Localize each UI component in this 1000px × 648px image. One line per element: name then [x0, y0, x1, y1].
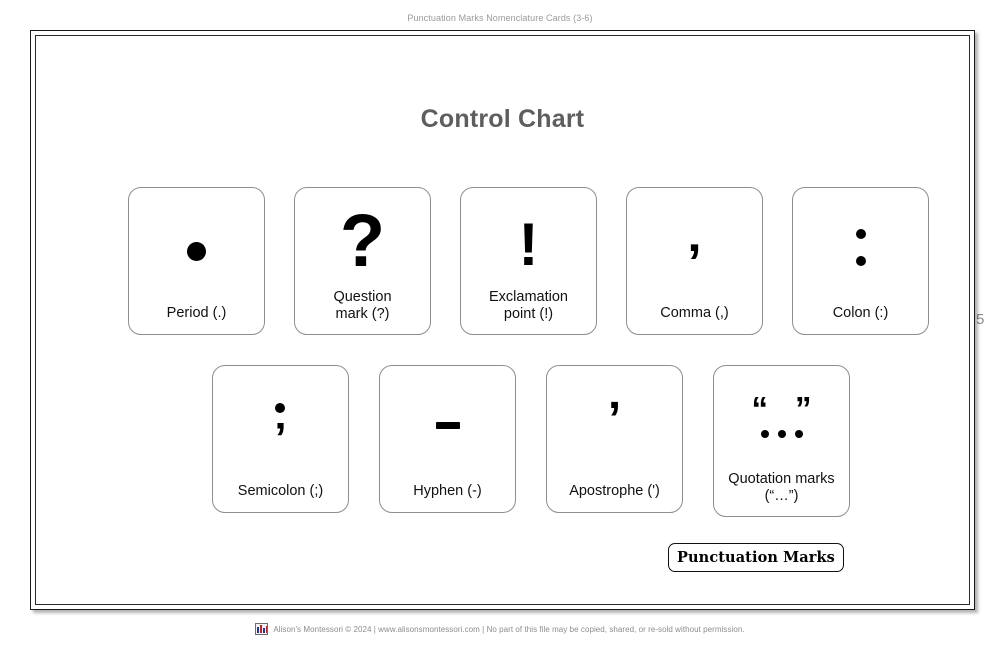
apostrophe-icon: ’: [607, 392, 622, 446]
hyphen-symbol-area: [380, 366, 515, 483]
semicolon-dot-icon: [275, 402, 286, 413]
document-footer: Alison's Montessori © 2024 | www.alisons…: [0, 623, 1000, 635]
card-label: Semicolon (;): [237, 482, 324, 499]
period-dot-icon: [187, 241, 206, 261]
question-symbol-area: ?: [295, 188, 430, 289]
semicolon-icon: ’: [274, 402, 287, 463]
ellipsis-dot-2: [777, 430, 786, 439]
card-row-1: Period (.) ? Question mark (?) ! Exclama…: [128, 187, 929, 335]
card-label: Question mark (?): [333, 288, 392, 322]
colon-icon: [855, 228, 866, 266]
page-title: Control Chart: [420, 105, 585, 133]
document-header-title: Punctuation Marks Nomenclature Cards (3-…: [407, 13, 593, 23]
card-quotation-marks[interactable]: “ ” Quotation marks (“…”): [713, 365, 850, 517]
card-semicolon[interactable]: ’ Semicolon (;): [212, 365, 349, 513]
card-label: Hyphen (-): [413, 482, 482, 499]
quotation-marks-icon: “ ”: [751, 389, 812, 439]
card-exclamation-point[interactable]: ! Exclamation point (!): [460, 187, 597, 335]
colon-symbol-area: [793, 188, 928, 305]
card-hyphen[interactable]: Hyphen (-): [379, 365, 516, 513]
exclamation-symbol-area: !: [461, 188, 596, 289]
card-period[interactable]: Period (.): [128, 187, 265, 335]
card-row-2: ’ Semicolon (;) Hyphen (-) ’ Apostrophe …: [212, 365, 850, 517]
semicolon-symbol-area: ’: [213, 366, 348, 483]
card-apostrophe[interactable]: ’ Apostrophe ('): [546, 365, 683, 513]
question-mark-icon: ?: [339, 199, 386, 283]
quote-glyph-line: “ ”: [751, 389, 812, 427]
card-label: Period (.): [166, 304, 227, 321]
card-label: Quotation marks (“…”): [728, 470, 835, 504]
ellipsis-dots-icon: [760, 430, 803, 439]
footer-copyright-text: Alison's Montessori © 2024 | www.alisons…: [273, 624, 745, 634]
period-symbol-area: [129, 188, 264, 305]
exclamation-point-icon: !: [518, 211, 539, 279]
card-comma[interactable]: ’ Comma (,): [626, 187, 763, 335]
quotation-symbol-area: “ ”: [714, 366, 849, 471]
card-label: Colon (:): [832, 304, 889, 321]
semicolon-comma-icon: ’: [274, 413, 287, 463]
card-question-mark[interactable]: ? Question mark (?): [294, 187, 431, 335]
ellipsis-dot-3: [794, 430, 803, 439]
punctuation-marks-label-card[interactable]: Punctuation Marks: [668, 543, 844, 572]
page-number: 5: [976, 311, 985, 328]
card-label: Exclamation point (!): [489, 288, 568, 322]
sheet-frame: Control Chart Period (.) ? Question mark…: [30, 30, 975, 610]
comma-symbol-area: ’: [627, 188, 762, 305]
hyphen-icon: [435, 421, 460, 429]
card-label: Comma (,): [660, 304, 729, 321]
apostrophe-symbol-area: ’: [547, 366, 682, 483]
card-colon[interactable]: Colon (:): [792, 187, 929, 335]
quote-open-icon: “: [751, 389, 769, 427]
comma-icon: ’: [687, 234, 702, 293]
card-label: Apostrophe ('): [569, 482, 660, 499]
colon-dot-bottom-icon: [855, 255, 866, 266]
label-pill-text: Punctuation Marks: [677, 549, 835, 566]
quote-close-icon: ”: [795, 389, 812, 427]
colon-dot-top-icon: [855, 228, 866, 239]
alisons-montessori-logo-icon: [255, 623, 269, 635]
ellipsis-dot-1: [760, 430, 769, 439]
